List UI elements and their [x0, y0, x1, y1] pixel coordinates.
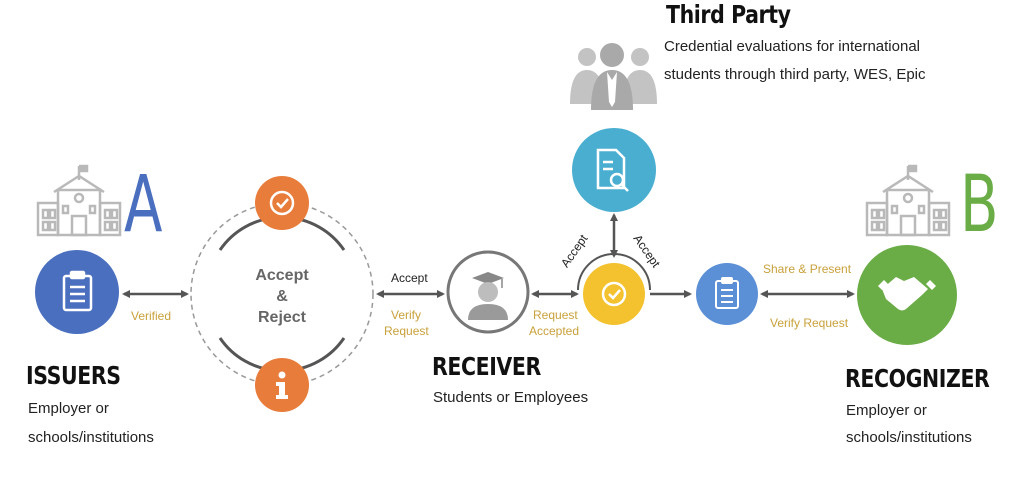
third-party-title: Third Party — [666, 0, 791, 29]
accept-node — [577, 253, 651, 325]
check-circle-icon — [269, 190, 295, 216]
issuers-line1: Employer or — [28, 400, 109, 417]
issuer-letter: A — [124, 160, 163, 250]
request-accepted-label-line1: Request — [533, 308, 578, 322]
recognizer-title: RECOGNIZER — [845, 364, 990, 393]
request-accepted-label-line2: Accepted — [529, 324, 580, 338]
info-icon — [276, 371, 288, 399]
verify-request-label-line1: Verify — [391, 308, 422, 322]
verify-request-label-line2: Request — [384, 324, 429, 338]
issuers-title: ISSUERS — [26, 361, 121, 390]
receiver-subtitle: Students or Employees — [433, 389, 589, 406]
third-party-node — [572, 128, 656, 212]
document-search-icon — [596, 148, 629, 192]
third-party-description-line1: Credential evaluations for international — [664, 38, 920, 55]
accept-reject-cycle — [190, 176, 374, 412]
check-circle-icon — [601, 281, 627, 307]
verified-label: Verified — [131, 309, 172, 323]
issuers-line2: schools/institutions — [28, 429, 154, 446]
graduate-icon — [468, 272, 508, 320]
people-group-icon — [570, 43, 657, 110]
school-building-icon-recognizer — [865, 164, 951, 237]
accept-label: Accept — [391, 271, 428, 285]
recognizer-line2: schools/institutions — [846, 429, 972, 446]
handshake-icon — [878, 277, 936, 311]
third-party-description-line2: students through third party, WES, Epic — [664, 66, 926, 83]
connector-arrows — [122, 213, 855, 298]
cycle-label-line1: Accept — [255, 267, 309, 284]
receiver-node — [446, 250, 530, 334]
cycle-label-line3: Reject — [257, 309, 307, 326]
cycle-label: Accept & Reject — [232, 265, 332, 328]
request-node — [696, 263, 758, 325]
recognizer-letter: B — [960, 160, 999, 250]
verify-request-label: Verify Request — [770, 316, 849, 330]
recognizer-node — [857, 245, 957, 345]
clipboard-icon — [62, 270, 93, 312]
share-present-label: Share & Present — [763, 262, 852, 276]
recognizer-line1: Employer or — [846, 402, 927, 419]
clipboard-icon — [715, 277, 739, 309]
receiver-title: RECEIVER — [432, 352, 541, 381]
cycle-label-line2: & — [276, 288, 288, 305]
issuer-node — [35, 250, 119, 334]
school-building-icon-issuer — [36, 164, 122, 237]
